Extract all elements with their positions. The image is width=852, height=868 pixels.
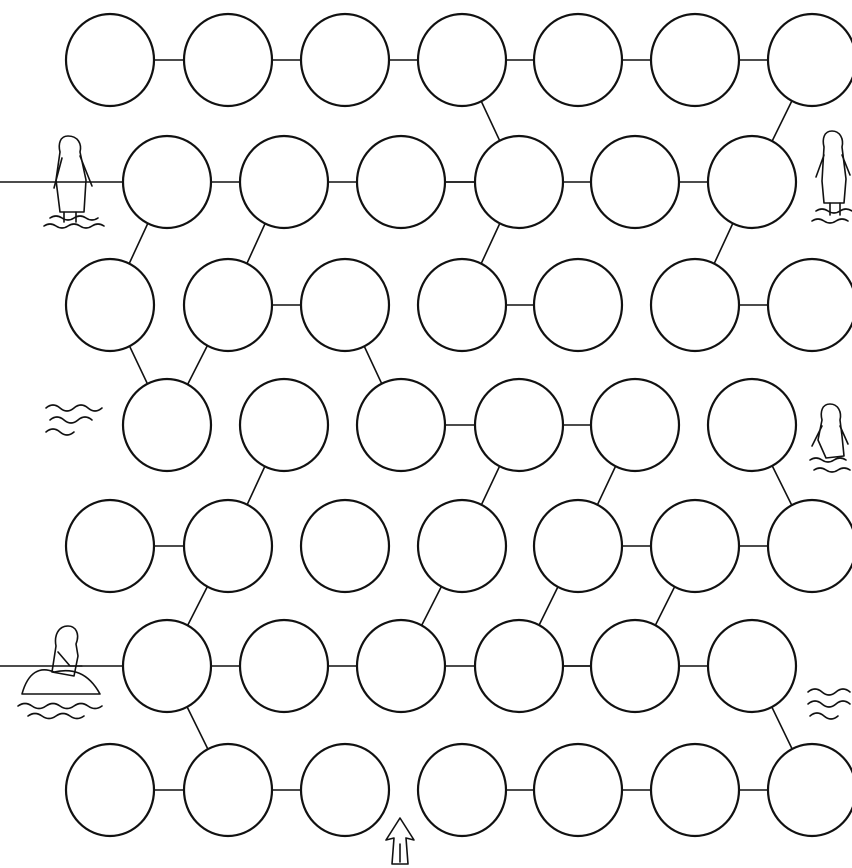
- person-in-water-icon: [812, 131, 852, 223]
- stepping-stone[interactable]: [240, 379, 328, 471]
- stepping-stone[interactable]: [66, 259, 154, 351]
- stepping-stone[interactable]: [708, 379, 796, 471]
- stepping-stone[interactable]: [651, 744, 739, 836]
- stepping-stone[interactable]: [66, 14, 154, 106]
- stepping-stone[interactable]: [123, 136, 211, 228]
- stepping-stone[interactable]: [301, 744, 389, 836]
- stepping-stone[interactable]: [534, 744, 622, 836]
- stepping-stone[interactable]: [591, 620, 679, 712]
- stepping-stone[interactable]: [184, 744, 272, 836]
- stepping-stone[interactable]: [240, 620, 328, 712]
- stepping-stone[interactable]: [418, 500, 506, 592]
- stepping-stone[interactable]: [651, 500, 739, 592]
- stepping-stone[interactable]: [184, 500, 272, 592]
- stepping-stone[interactable]: [475, 379, 563, 471]
- water-waves-icon: [46, 405, 102, 435]
- stepping-stone[interactable]: [418, 744, 506, 836]
- water-waves-icon: [808, 689, 850, 719]
- stepping-stone[interactable]: [534, 14, 622, 106]
- start-arrow-icon: [386, 818, 414, 864]
- stepping-stone[interactable]: [475, 136, 563, 228]
- stepping-stone[interactable]: [301, 500, 389, 592]
- stepping-stone[interactable]: [708, 136, 796, 228]
- stepping-stone[interactable]: [651, 14, 739, 106]
- stepping-stone[interactable]: [651, 259, 739, 351]
- stepping-stone[interactable]: [301, 259, 389, 351]
- stepping-stone[interactable]: [768, 14, 852, 106]
- stepping-stone[interactable]: [591, 136, 679, 228]
- person-on-rock-icon: [18, 626, 102, 719]
- stepping-stone[interactable]: [357, 620, 445, 712]
- stepping-stone[interactable]: [418, 259, 506, 351]
- stepping-stone[interactable]: [768, 744, 852, 836]
- stepping-stone[interactable]: [768, 259, 852, 351]
- stepping-stone[interactable]: [66, 744, 154, 836]
- stepping-stone[interactable]: [534, 500, 622, 592]
- stepping-stone[interactable]: [708, 620, 796, 712]
- stepping-stone[interactable]: [768, 500, 852, 592]
- stepping-stone[interactable]: [301, 14, 389, 106]
- stepping-stone[interactable]: [591, 379, 679, 471]
- stepping-stone[interactable]: [184, 14, 272, 106]
- stepping-stone[interactable]: [240, 136, 328, 228]
- stepping-stone[interactable]: [123, 379, 211, 471]
- stepping-stone[interactable]: [184, 259, 272, 351]
- stepping-stone[interactable]: [357, 379, 445, 471]
- stepping-stone[interactable]: [418, 14, 506, 106]
- stepping-stone[interactable]: [66, 500, 154, 592]
- person-in-water-icon: [810, 404, 850, 472]
- stepping-stone[interactable]: [534, 259, 622, 351]
- stepping-stone[interactable]: [475, 620, 563, 712]
- stepping-stone[interactable]: [357, 136, 445, 228]
- stepping-stone[interactable]: [123, 620, 211, 712]
